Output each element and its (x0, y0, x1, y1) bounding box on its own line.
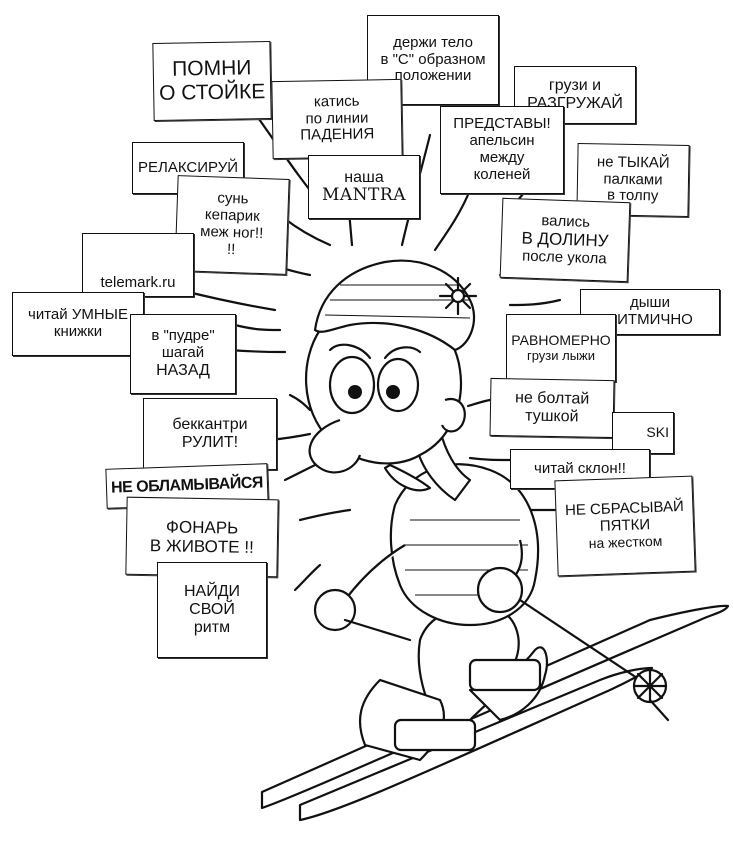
note-naidi: НАЙДИ СВОЙ ритм (157, 562, 267, 658)
note-ne-boltai-line: тушкой (525, 407, 579, 426)
note-dyshi-line: РИТМИЧНО (607, 311, 693, 328)
note-ne-tykai-line: не ТЫКАЙ (596, 153, 670, 172)
note-valis-line: вались (541, 211, 591, 231)
note-chitai-umnye-line: читай УМНЫЕ (28, 306, 128, 324)
note-valis: вались В ДОЛИНУ после укола (499, 197, 631, 283)
pole-basket-icon (632, 668, 670, 722)
note-pudre-line: НАЗАД (156, 361, 210, 379)
note-predstavy: ПРЕДСТАВЫ! апельсин между коленей (440, 106, 564, 194)
note-dyshi: дыши РИТМИЧНО (580, 289, 720, 335)
note-naidi-line: НАЙДИ (183, 583, 241, 601)
note-bekkantri-line: беккантри (172, 416, 248, 434)
note-naidi-line: СВОЙ (189, 601, 235, 619)
note-derzhi-line: держи тело (393, 33, 473, 51)
note-mantra: наша MANTRA (308, 155, 420, 219)
note-fonar-line: ФОНАРЬ (165, 517, 239, 538)
note-chitai-umnye: читай УМНЫЕ книжки (12, 292, 144, 356)
note-ravnomerno: РАВНОМЕРНО грузи лыжи (506, 314, 616, 382)
note-chitai-umnye-line: книжки (53, 323, 103, 340)
note-mantra-line: наша (344, 168, 384, 186)
note-pudre-line: в "пудре" (151, 327, 215, 345)
flower-icon (438, 276, 478, 316)
note-ski: SKI (612, 412, 674, 454)
note-ski-line: SKI (646, 424, 669, 441)
note-pudre-line: шагай (161, 344, 205, 362)
note-predstavy-line: апельсин (469, 132, 535, 150)
note-valis-line: после укола (521, 247, 607, 267)
note-predstavy-line: коленей (473, 165, 531, 183)
note-pomni: ПОМНИ О СТОЙКЕ (152, 40, 272, 122)
note-ne-sbrasyvai: НЕ СБРАСЫВАЙ ПЯТКИ на жестком (554, 475, 696, 577)
note-ne-boltai: не болтай тушкой (489, 377, 615, 439)
note-derzhi: держи тело в "С" образном положении (367, 15, 499, 105)
note-telemark: telemark.ru (82, 233, 194, 297)
note-derzhi-line: положении (394, 67, 472, 85)
note-ne-sbrasyvai-line: на жестком (588, 532, 663, 552)
note-bekkantri: беккантри РУЛИТ! (143, 398, 277, 470)
note-pomni-line: О СТОЙКЕ (158, 80, 266, 105)
note-relaksiruy-line: РЕЛАКСИРУЙ (137, 158, 239, 176)
note-ne-oblamyvaisya-line: НЕ ОБЛАМЫВАЙСЯ (110, 474, 264, 497)
note-bekkantri-line: РУЛИТ! (181, 434, 239, 451)
note-chitai-sklon-line: читай склон!! (534, 459, 626, 477)
note-ravnomerno-line: грузи лыжи (526, 347, 596, 363)
note-ne-boltai-line: не болтай (514, 389, 590, 408)
note-naidi-line: ритм (193, 618, 231, 636)
note-ravnomerno-line: РАВНОМЕРНО (511, 331, 611, 348)
note-derzhi-line: в "С" образном (380, 50, 486, 68)
note-predstavy-line: ПРЕДСТАВЫ! (453, 115, 551, 133)
note-sun-line: !! (226, 240, 236, 258)
note-katis: катись по линии ПАДЕНИЯ (271, 78, 403, 160)
note-fonar-line: В ЖИВОТЕ !! (149, 536, 254, 557)
note-katis-line: катись (313, 92, 360, 111)
note-mantra-line: MANTRA (322, 185, 406, 206)
note-predstavy-line: между (479, 149, 525, 166)
note-pudre: в "пудре" шагай НАЗАД (130, 314, 236, 394)
note-gruzi-line: грузи и (548, 77, 602, 95)
note-telemark-line: telemark.ru (100, 274, 176, 292)
note-katis-line: ПАДЕНИЯ (300, 125, 375, 145)
note-dyshi-line: дыши (630, 294, 670, 312)
note-pomni-line: ПОМНИ (172, 56, 252, 82)
